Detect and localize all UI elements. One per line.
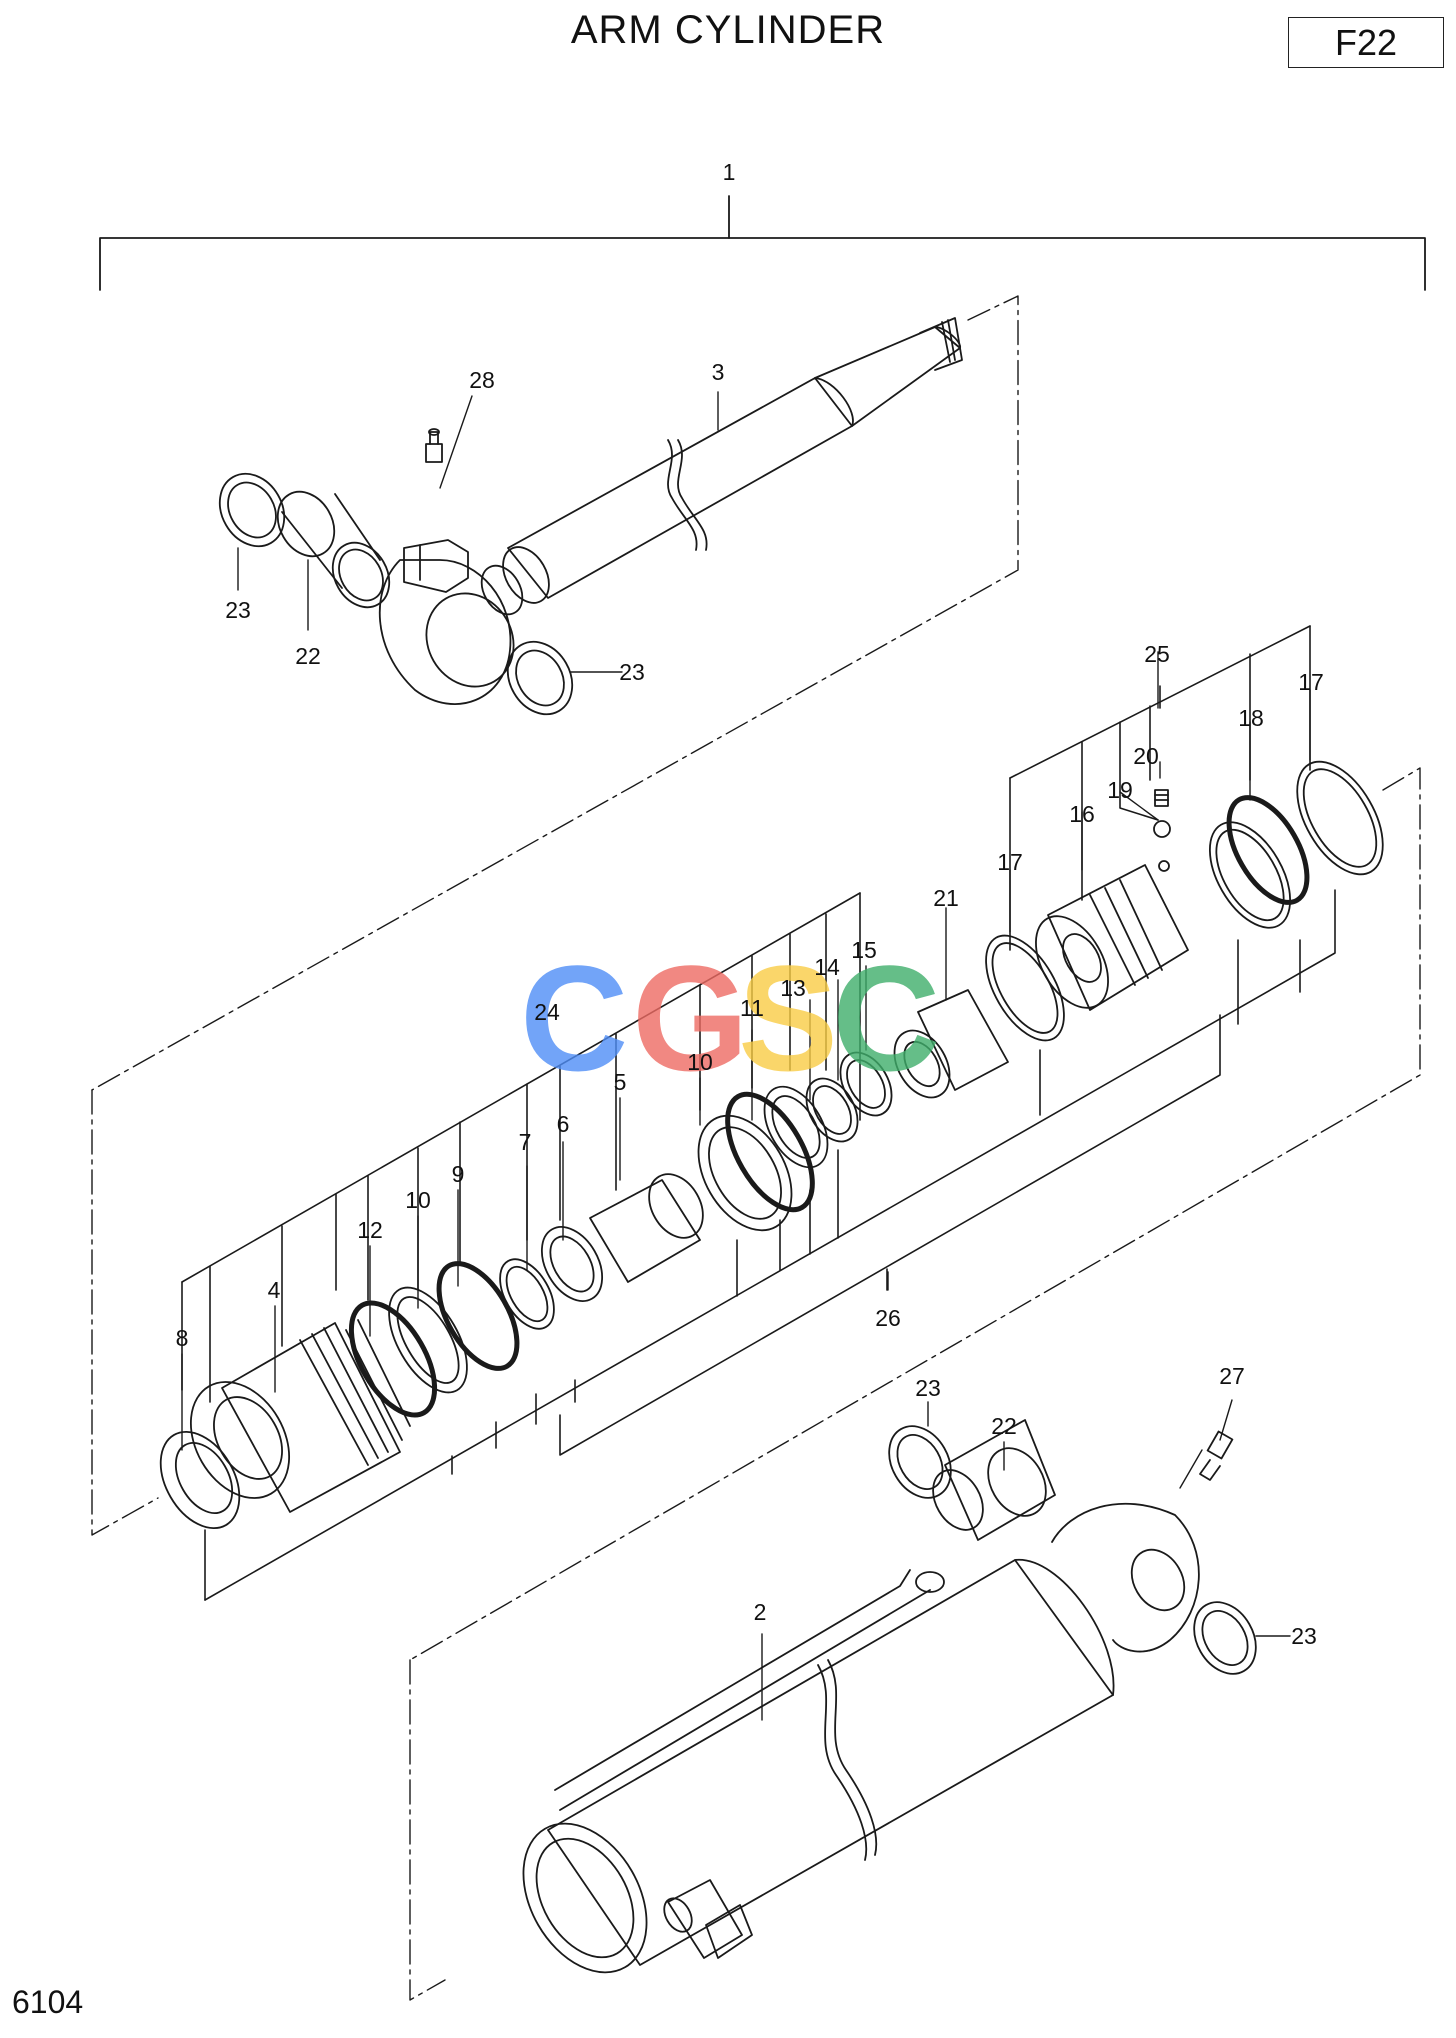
callout-12: 12 — [357, 1217, 383, 1243]
cylinder-tube — [522, 1502, 1200, 1974]
backup-ring-18 — [1226, 795, 1310, 905]
grease-nipple-27 — [1199, 1430, 1234, 1481]
watermark-letter-c1: C — [520, 934, 628, 1102]
dust-wiper-8 — [159, 1430, 241, 1530]
callout-18: 18 — [1238, 705, 1264, 731]
callout-labels: 1 2 3 4 5 6 7 8 9 10 10 11 12 13 14 15 1… — [176, 159, 1324, 1649]
callout-23-lower-left: 23 — [915, 1375, 941, 1401]
dust-seal-23-upper-left — [218, 472, 286, 548]
callout-15: 15 — [851, 937, 877, 963]
callout-17-right: 17 — [1298, 669, 1324, 695]
watermark-letter-c2: C — [832, 934, 940, 1102]
dust-seal-23-upper-right — [506, 640, 574, 716]
ring-13 — [763, 1085, 829, 1169]
grease-nipple-28 — [425, 428, 443, 463]
callout-22-upper: 22 — [295, 643, 321, 669]
wear-ring-17-right — [1296, 760, 1384, 876]
seal-10-left — [388, 1286, 468, 1394]
ring-9 — [436, 1261, 520, 1371]
callout-5: 5 — [614, 1069, 627, 1095]
seal-kit-bracket-26 — [204, 889, 1336, 1601]
ring-15 — [839, 1051, 893, 1117]
callout-24: 24 — [534, 999, 560, 1025]
callout-10-right: 10 — [687, 1049, 713, 1075]
steel-ball-19 — [1153, 820, 1171, 838]
backup-ring-12 — [348, 1300, 438, 1418]
watermark-letter-g: G — [632, 934, 749, 1102]
leader-lines — [181, 391, 1311, 1721]
document-number: 6104 — [12, 1984, 84, 2020]
callout-1: 1 — [723, 159, 736, 185]
callout-6: 6 — [557, 1111, 570, 1137]
ring-14 — [805, 1077, 859, 1143]
bushing-5 — [589, 1173, 704, 1283]
piston-16 — [1035, 860, 1189, 1011]
callout-17-left: 17 — [997, 849, 1023, 875]
ring-6 — [540, 1226, 604, 1302]
rod-group-boundary — [91, 295, 1421, 2001]
callout-22-lower: 22 — [991, 1413, 1017, 1439]
seal-10-right — [697, 1114, 793, 1232]
callout-28: 28 — [469, 367, 495, 393]
page-code-box: F22 — [1288, 17, 1444, 68]
piston-rod — [378, 317, 963, 705]
dust-seal-23-lower-left — [888, 1425, 952, 1499]
callout-23-upper-right: 23 — [619, 659, 645, 685]
page-title: ARM CYLINDER — [570, 8, 886, 52]
o-ring-7 — [499, 1258, 555, 1330]
callout-20: 20 — [1133, 743, 1159, 769]
set-screw-20 — [1154, 789, 1169, 807]
bushing-22-upper — [276, 490, 391, 609]
callout-19: 19 — [1107, 777, 1133, 803]
callout-14: 14 — [814, 954, 840, 980]
cgsc-watermark: C G S C — [520, 934, 940, 1102]
callout-11: 11 — [740, 995, 764, 1021]
callout-9: 9 — [452, 1161, 465, 1187]
callout-23-lower-right: 23 — [1291, 1623, 1317, 1649]
callout-27: 27 — [1219, 1363, 1245, 1389]
callout-25: 25 — [1144, 641, 1170, 667]
dust-seal-23-lower-right — [1193, 1601, 1257, 1675]
seal-18 — [1208, 821, 1292, 929]
callout-2: 2 — [754, 1599, 767, 1625]
callout-23-upper-left: 23 — [225, 597, 251, 623]
callout-7: 7 — [519, 1129, 532, 1155]
callout-21: 21 — [933, 885, 959, 911]
callout-16: 16 — [1069, 801, 1095, 827]
callout-4: 4 — [268, 1277, 281, 1303]
callout-8: 8 — [176, 1325, 189, 1351]
ring-11 — [725, 1091, 815, 1213]
callout-3: 3 — [712, 359, 725, 385]
callout-13: 13 — [780, 975, 806, 1001]
callout-10-left: 10 — [405, 1187, 431, 1213]
assembly-bracket-1 — [99, 195, 1426, 291]
gland-4 — [189, 1319, 411, 1513]
cushion-ring-21 — [893, 989, 1009, 1099]
watermark-letter-s: S — [738, 934, 838, 1102]
callout-26: 26 — [875, 1305, 901, 1331]
